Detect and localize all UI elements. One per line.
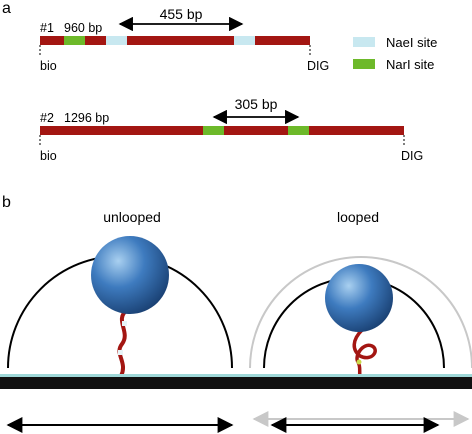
dig-label-1: DIG <box>307 59 329 73</box>
looped-dna-tether <box>352 328 377 378</box>
bio-label-1: bio <box>40 59 57 73</box>
panel-b-label: b <box>2 194 11 211</box>
unlooped-bead <box>91 236 169 314</box>
span-arrow-2: 305 bp <box>212 96 300 125</box>
construct-1-length: 960 bp <box>64 21 102 35</box>
looped-bead <box>325 264 393 332</box>
narI-site-2b <box>288 126 309 135</box>
looped-label: looped <box>337 209 379 225</box>
panel-a: a #1 960 bp 455 bp bio DIG NaeI site Nar… <box>2 0 437 163</box>
unlooped-naeI-site-b <box>118 350 123 355</box>
dig-label-2: DIG <box>401 149 423 163</box>
dna-bar-1 <box>40 36 310 45</box>
construct-1: #1 960 bp 455 bp bio DIG <box>39 6 329 73</box>
construct-2-id: #2 <box>40 111 54 125</box>
looped-tether <box>249 256 472 378</box>
surface-slab <box>0 377 472 389</box>
span-label-1: 455 bp <box>160 6 203 22</box>
surface-edge <box>0 374 472 377</box>
bio-label-2: bio <box>40 149 57 163</box>
unlooped-label: unlooped <box>103 209 161 225</box>
unlooped-naeI-site-a <box>122 321 127 326</box>
legend-label-narI: NarI site <box>386 57 434 72</box>
narI-site-1a <box>64 36 85 45</box>
looped-reference-arc <box>249 256 472 369</box>
construct-2: #2 1296 bp 305 bp bio DIG <box>39 96 423 163</box>
construct-1-id: #1 <box>40 21 54 35</box>
legend-label-naeI: NaeI site <box>386 35 437 50</box>
unlooped-dna-tether <box>117 308 129 378</box>
legend: NaeI site NarI site <box>353 35 437 72</box>
narI-site-2a <box>203 126 224 135</box>
span-label-2: 305 bp <box>235 96 278 112</box>
surface <box>0 374 472 389</box>
span-arrow-1: 455 bp <box>118 6 244 32</box>
construct-2-length: 1296 bp <box>64 111 109 125</box>
panel-b: b unlooped looped <box>0 194 472 433</box>
naeI-site-1a <box>106 36 127 45</box>
looped-narI-junction <box>356 359 362 365</box>
naeI-site-1b <box>234 36 255 45</box>
legend-swatch-narI <box>353 59 375 69</box>
legend-swatch-naeI <box>353 37 375 47</box>
panel-a-label: a <box>2 0 11 17</box>
unlooped-tether <box>7 236 233 378</box>
